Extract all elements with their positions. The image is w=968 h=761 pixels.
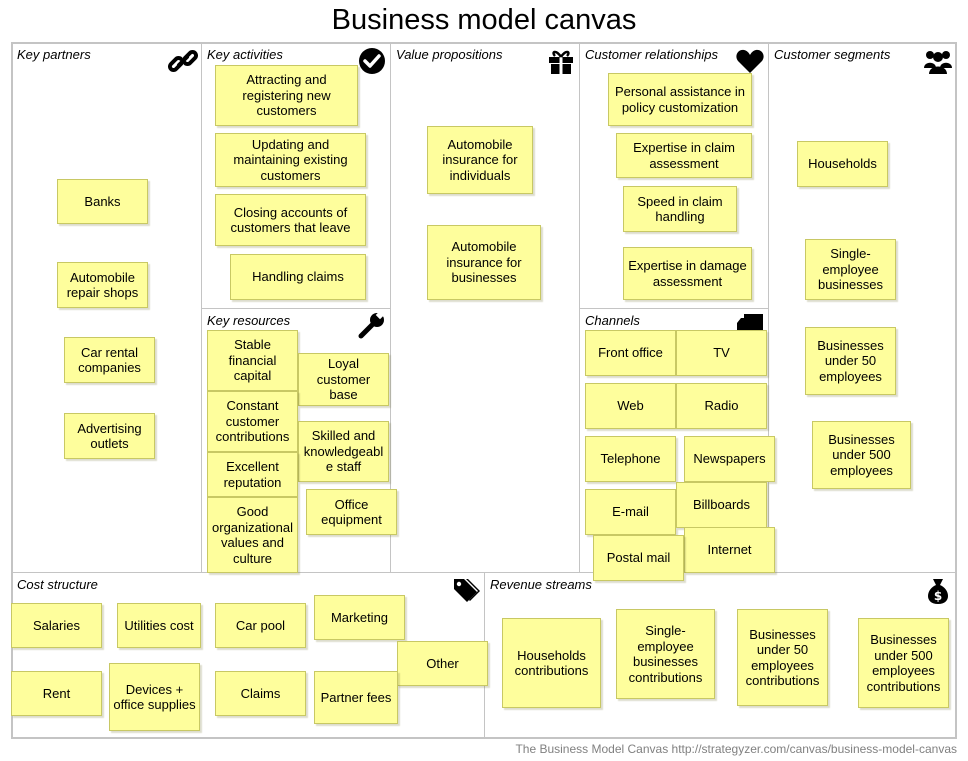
note-updating-customers[interactable]: Updating and maintaining existing custom… [215,133,366,187]
block-label: Key activities [207,47,283,62]
note-stable-financial-capital[interactable]: Stable financial capital [207,330,298,391]
checkmark-circle-icon [359,48,385,74]
note-newspapers[interactable]: Newspapers [684,436,775,482]
note-marketing[interactable]: Marketing [314,595,405,640]
block-label: Key partners [17,47,91,62]
note-salaries[interactable]: Salaries [11,603,102,648]
note-closing-accounts[interactable]: Closing accounts of customers that leave [215,194,366,246]
note-households[interactable]: Households [797,141,888,187]
note-advertising-outlets[interactable]: Advertising outlets [64,413,155,459]
note-businesses-under-50[interactable]: Businesses under 50 employees [805,327,896,395]
note-billboards[interactable]: Billboards [676,482,767,528]
note-attracting-customers[interactable]: Attracting and registering new customers [215,65,358,126]
source-credit: The Business Model Canvas http://strateg… [515,742,957,756]
gift-icon [549,50,573,74]
block-label: Value propositions [396,47,503,62]
note-internet[interactable]: Internet [684,527,775,573]
note-businesses-under-500[interactable]: Businesses under 500 employees [812,421,911,489]
tags-icon [454,579,480,602]
svg-text:$: $ [934,589,942,603]
note-speed-claim-handling[interactable]: Speed in claim handling [623,186,737,232]
note-car-rental-companies[interactable]: Car rental companies [64,337,155,383]
note-insurance-businesses[interactable]: Automobile insurance for businesses [427,225,541,300]
note-banks[interactable]: Banks [57,179,148,224]
note-other[interactable]: Other [397,641,488,686]
note-office-equipment[interactable]: Office equipment [306,489,397,535]
note-radio[interactable]: Radio [676,383,767,429]
note-under-50-contributions[interactable]: Businesses under 50 employees contributi… [737,609,828,706]
block-label: Customer segments [774,47,891,62]
note-skilled-staff[interactable]: Skilled and knowledgeable staff [298,421,389,482]
note-excellent-reputation[interactable]: Excellent reputation [207,452,298,497]
block-label: Channels [585,313,640,328]
block-label: Key resources [207,313,291,328]
note-insurance-individuals[interactable]: Automobile insurance for individuals [427,126,533,194]
people-icon [924,51,952,74]
block-label: Revenue streams [490,577,592,592]
note-claims[interactable]: Claims [215,671,306,716]
note-expertise-damage-assessment[interactable]: Expertise in damage assessment [623,247,752,300]
block-value-propositions: Value propositions [390,42,580,573]
money-bag-icon: $ [928,579,948,604]
note-personal-assistance[interactable]: Personal assistance in policy customizat… [608,73,752,126]
note-front-office[interactable]: Front office [585,330,676,376]
note-loyal-customer-base[interactable]: Loyal customer base [298,353,389,406]
note-utilities-cost[interactable]: Utilities cost [117,603,201,648]
note-tv[interactable]: TV [676,330,767,376]
note-postal-mail[interactable]: Postal mail [593,535,684,581]
wrench-icon [358,310,385,339]
note-expertise-claim-assessment[interactable]: Expertise in claim assessment [616,133,752,178]
heart-icon [736,49,764,73]
note-households-contributions[interactable]: Households contributions [502,618,601,708]
note-handling-claims[interactable]: Handling claims [230,254,366,300]
block-label: Cost structure [17,577,98,592]
block-label: Customer relationships [585,47,718,62]
note-automobile-repair-shops[interactable]: Automobile repair shops [57,262,148,308]
link-icon [168,50,198,72]
note-single-employee-businesses[interactable]: Single-employee businesses [805,239,896,300]
note-constant-customer-contributions[interactable]: Constant customer contributions [207,391,298,452]
note-partner-fees[interactable]: Partner fees [314,671,398,724]
page-title: Business model canvas [331,4,637,36]
note-devices-office-supplies[interactable]: Devices + office supplies [109,663,200,731]
note-telephone[interactable]: Telephone [585,436,676,482]
note-e-mail[interactable]: E-mail [585,489,676,535]
note-under-500-contributions[interactable]: Businesses under 500 employees contribut… [858,618,949,708]
note-rent[interactable]: Rent [11,671,102,716]
note-web[interactable]: Web [585,383,676,429]
note-single-employee-contributions[interactable]: Single-employee businesses contributions [616,609,715,699]
note-car-pool[interactable]: Car pool [215,603,306,648]
block-customer-segments: Customer segments [768,42,957,573]
note-good-organizational-values[interactable]: Good organizational values and culture [207,497,298,573]
